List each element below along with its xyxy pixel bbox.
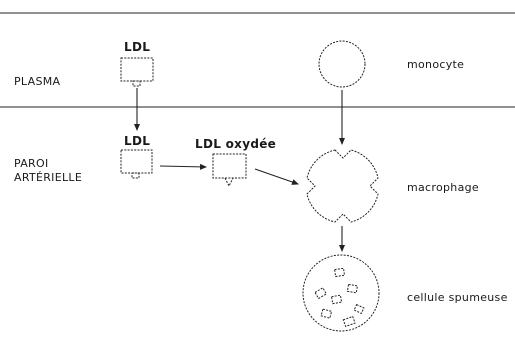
label-wall-line2: ARTÉRIELLE — [14, 171, 83, 184]
label-ldl-plasma: LDL — [124, 40, 151, 54]
label-monocyte: monocyte — [407, 58, 465, 71]
macrophage-cell — [306, 149, 379, 223]
label-plasma: PLASMA — [14, 75, 61, 88]
foam-cell — [302, 254, 380, 332]
ldl-plasma-particle — [120, 57, 154, 87]
label-wall-line1: PAROI — [14, 157, 49, 170]
label-macrophage: macrophage — [407, 181, 479, 194]
label-ldl-wall: LDL — [124, 134, 151, 148]
label-foam-cell: cellule spumeuse — [407, 291, 508, 304]
monocyte-cell — [318, 40, 366, 88]
ldl-oxidized-particle — [212, 153, 247, 188]
arrow-ldl-to-oxidized — [159, 163, 207, 170]
label-ldl-oxidized: LDL oxydée — [195, 137, 277, 151]
arrow-oxidized-to-macrophage — [254, 168, 299, 185]
ldl-wall-particle — [120, 149, 153, 179]
